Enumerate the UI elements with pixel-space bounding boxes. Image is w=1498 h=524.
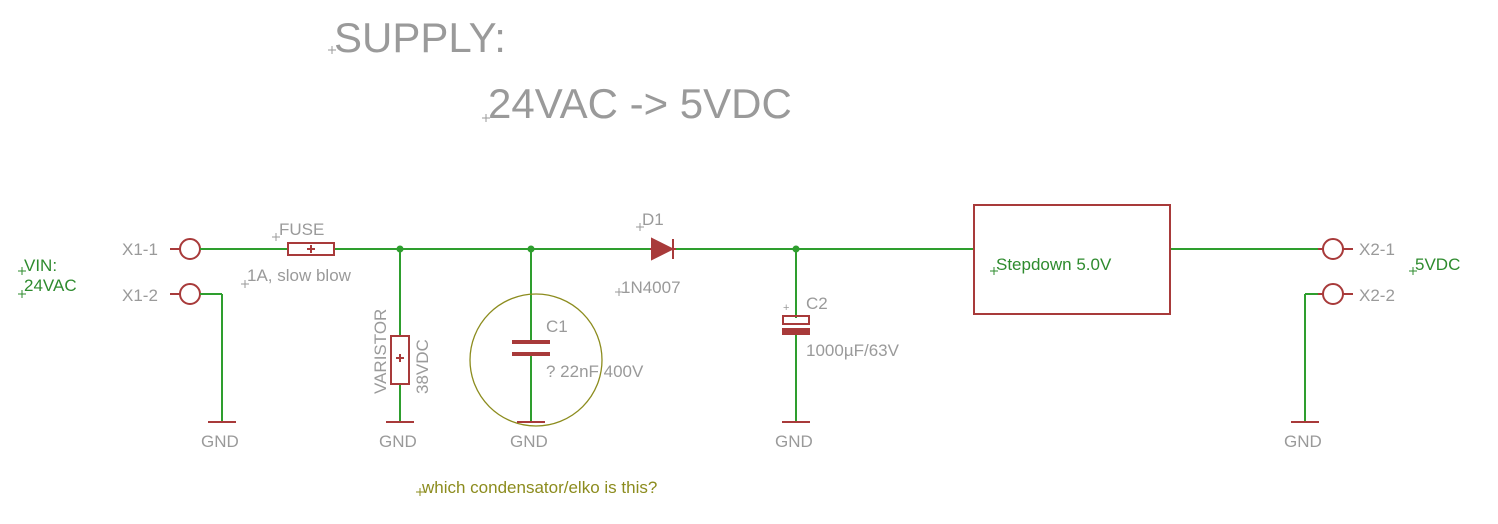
x1-pin1-label: X1-1 bbox=[122, 240, 158, 259]
fuse-body bbox=[287, 242, 335, 256]
stepdown-label: Stepdown 5.0V bbox=[996, 255, 1112, 274]
diode-name: D1 bbox=[642, 210, 664, 229]
gnd-symbol: GND bbox=[379, 421, 417, 451]
vin-label: VIN: bbox=[24, 256, 57, 275]
varistor-body bbox=[390, 335, 410, 385]
output-net-label: 5VDC bbox=[1409, 255, 1460, 275]
gnd-label: GND bbox=[201, 432, 239, 451]
fuse-name: FUSE bbox=[279, 220, 324, 239]
c1-value: ? 22nF 400V bbox=[546, 362, 644, 381]
stepdown-box bbox=[973, 204, 1171, 315]
junction-dot bbox=[396, 245, 404, 253]
x2-pin1-label: X2-1 bbox=[1359, 240, 1395, 259]
x1-pin2-label: X1-2 bbox=[122, 286, 158, 305]
c2-name: C2 bbox=[806, 294, 828, 313]
varistor-name: VARISTOR bbox=[371, 309, 390, 394]
c1-name: C1 bbox=[546, 317, 568, 336]
c2-plate-top bbox=[782, 315, 810, 325]
x2-pin2-terminal[interactable] bbox=[1322, 283, 1344, 305]
question-highlight-circle bbox=[469, 293, 603, 427]
c1-plate-bottom bbox=[512, 352, 550, 356]
vout-label: 5VDC bbox=[1415, 255, 1460, 274]
gnd-symbol: GND bbox=[1284, 421, 1322, 451]
title-line-2: 24VAC -> 5VDC bbox=[488, 80, 792, 127]
input-connector-x1[interactable]: X1-1 X1-2 bbox=[122, 238, 201, 305]
x1-pin1-terminal[interactable] bbox=[179, 238, 201, 260]
capacitor-c1[interactable]: C1 ? 22nF 400V bbox=[469, 293, 644, 427]
annotation-text: which condensator/elko is this? bbox=[421, 478, 657, 497]
junction-dot bbox=[792, 245, 800, 253]
gnd-label: GND bbox=[1284, 432, 1322, 451]
junction-dot bbox=[527, 245, 535, 253]
diode-d1[interactable]: D1 1N4007 bbox=[615, 210, 681, 297]
varistor[interactable]: VARISTOR 38VDC bbox=[371, 309, 432, 394]
gnd-label: GND bbox=[510, 432, 548, 451]
stepdown-module[interactable]: Stepdown 5.0V bbox=[973, 204, 1171, 315]
title-block: SUPPLY: 24VAC -> 5VDC bbox=[328, 14, 792, 127]
annotation: which condensator/elko is this? bbox=[416, 478, 657, 497]
x1-pin2-terminal[interactable] bbox=[179, 283, 201, 305]
c2-plate-bottom bbox=[782, 328, 810, 335]
fuse-value: 1A, slow blow bbox=[247, 266, 352, 285]
c2-value: 1000µF/63V bbox=[806, 341, 900, 360]
x2-pin2-label: X2-2 bbox=[1359, 286, 1395, 305]
title-line-1: SUPPLY: bbox=[334, 14, 506, 61]
fuse[interactable]: FUSE 1A, slow blow bbox=[241, 220, 352, 288]
ground-symbols: GND GND GND GND GND bbox=[201, 421, 1322, 451]
capacitor-c2[interactable]: + C2 1000µF/63V bbox=[782, 294, 900, 360]
varistor-value: 38VDC bbox=[413, 339, 432, 394]
gnd-label: GND bbox=[775, 432, 813, 451]
x2-pin1-terminal[interactable] bbox=[1322, 238, 1344, 260]
vin-value: 24VAC bbox=[24, 276, 77, 295]
c1-plate-top bbox=[512, 340, 550, 344]
diode-value: 1N4007 bbox=[621, 278, 681, 297]
output-connector-x2[interactable]: X2-1 X2-2 bbox=[1318, 238, 1395, 305]
gnd-symbol: GND bbox=[510, 421, 548, 451]
svg-text:+: + bbox=[783, 302, 789, 314]
gnd-label: GND bbox=[379, 432, 417, 451]
wires bbox=[200, 245, 1318, 422]
gnd-symbol: GND bbox=[775, 421, 813, 451]
gnd-symbol: GND bbox=[201, 421, 239, 451]
input-net-label: VIN: 24VAC bbox=[18, 256, 77, 298]
